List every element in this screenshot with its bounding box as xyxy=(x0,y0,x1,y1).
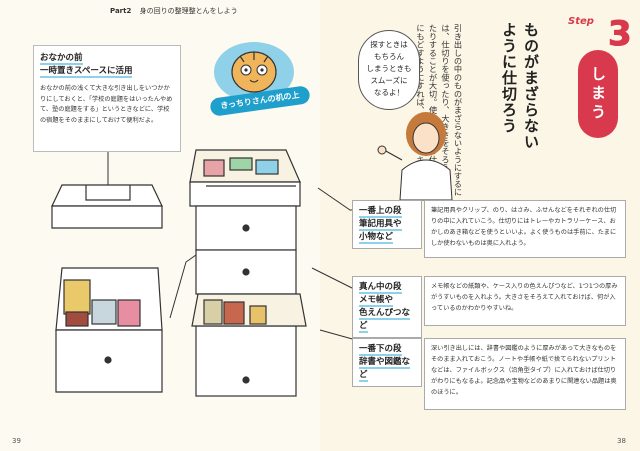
tiger-character-icon xyxy=(214,42,294,102)
page-number-left: 39 xyxy=(12,437,21,445)
bubble-line: スムーズに xyxy=(370,76,408,85)
section-bottom-drawer-description: 深い引き出しには、辞書や図鑑のように厚みがあって大きなものをそのまま入れておこう… xyxy=(424,338,626,410)
part-label: Part2 xyxy=(110,7,132,15)
intro-body-vertical: 引き出しの中のものがまざらないようにするには、仕切りを使ったり、大きさをそろえて… xyxy=(415,24,464,197)
tip-body: おなかの前の浅くて大きな引き出しをいつかかりにしておくと、「学校の庭題をはいった… xyxy=(40,85,173,124)
bubble-line: なるよ！ xyxy=(374,88,404,97)
tip-title-line: おなかの前 xyxy=(40,53,83,65)
section-title-line: 色えんぴつなど xyxy=(359,308,411,333)
section-middle-drawer-description: メモ帳などの紙類や、ケース入りの色えんぴつなど、1つ1つの厚みがうすいものを入れ… xyxy=(424,276,626,326)
section-title-line: 真ん中の段 xyxy=(359,282,402,294)
step-tab: Step 3 しまう xyxy=(568,14,632,139)
open-drawer-stationery-illustration xyxy=(189,149,301,207)
section-title-line: メモ帳や xyxy=(359,295,394,307)
drawer-cabinet-illustration xyxy=(191,205,307,397)
step-pill: しまう xyxy=(578,50,618,138)
section-title-line: 辞書や図鑑など xyxy=(359,357,411,382)
page-title: ものがまざらない ように仕切ろう xyxy=(498,22,542,162)
step-label: Step xyxy=(568,16,594,27)
section-top-drawer-title: 一番上の段 筆記用具や 小物など xyxy=(352,200,422,249)
bubble-line: もちろん xyxy=(374,52,404,61)
girl-character-icon xyxy=(377,112,453,201)
bubble-line: しまうときも xyxy=(366,64,412,73)
open-drawer-middle-illustration xyxy=(55,267,163,393)
bubble-line: 探すときは xyxy=(370,40,408,49)
speech-bubble: 探すときは もちろん しまうときも スムーズに なるよ！ xyxy=(358,30,420,110)
tip-title: おなかの前 一時置きスペースに活用 xyxy=(40,52,174,78)
title-line-1: ものがまざらない xyxy=(522,22,540,150)
section-title-line: 筆記用具や xyxy=(359,219,402,231)
section-title-line: 一番上の段 xyxy=(359,206,402,218)
tip-box: おなかの前 一時置きスペースに活用 おなかの前の浅くて大きな引き出しをいつかかり… xyxy=(33,45,181,152)
section-title-line: 小物など xyxy=(359,232,394,244)
open-drawer-top-illustration xyxy=(51,184,163,229)
chapter-title: 身の回りの整理整とんをしよう xyxy=(139,7,238,15)
running-header: Part2 身の回りの整理整とんをしよう xyxy=(110,6,238,16)
section-top-drawer-description: 筆記用具やクリップ、のり、はさみ、ふせんなどをそれぞれの仕切りの中に入れていこう… xyxy=(424,200,626,258)
title-line-2: ように仕切ろう xyxy=(500,22,518,134)
step-number: 3 xyxy=(608,14,633,55)
section-middle-drawer-title: 真ん中の段 メモ帳や 色えんぴつなど xyxy=(352,276,422,338)
section-bottom-drawer-title: 一番下の段 辞書や図鑑など xyxy=(352,338,422,387)
section-title-line: 一番下の段 xyxy=(359,344,402,356)
page-number-right: 38 xyxy=(617,437,626,445)
tip-title-line: 一時置きスペースに活用 xyxy=(40,66,133,78)
